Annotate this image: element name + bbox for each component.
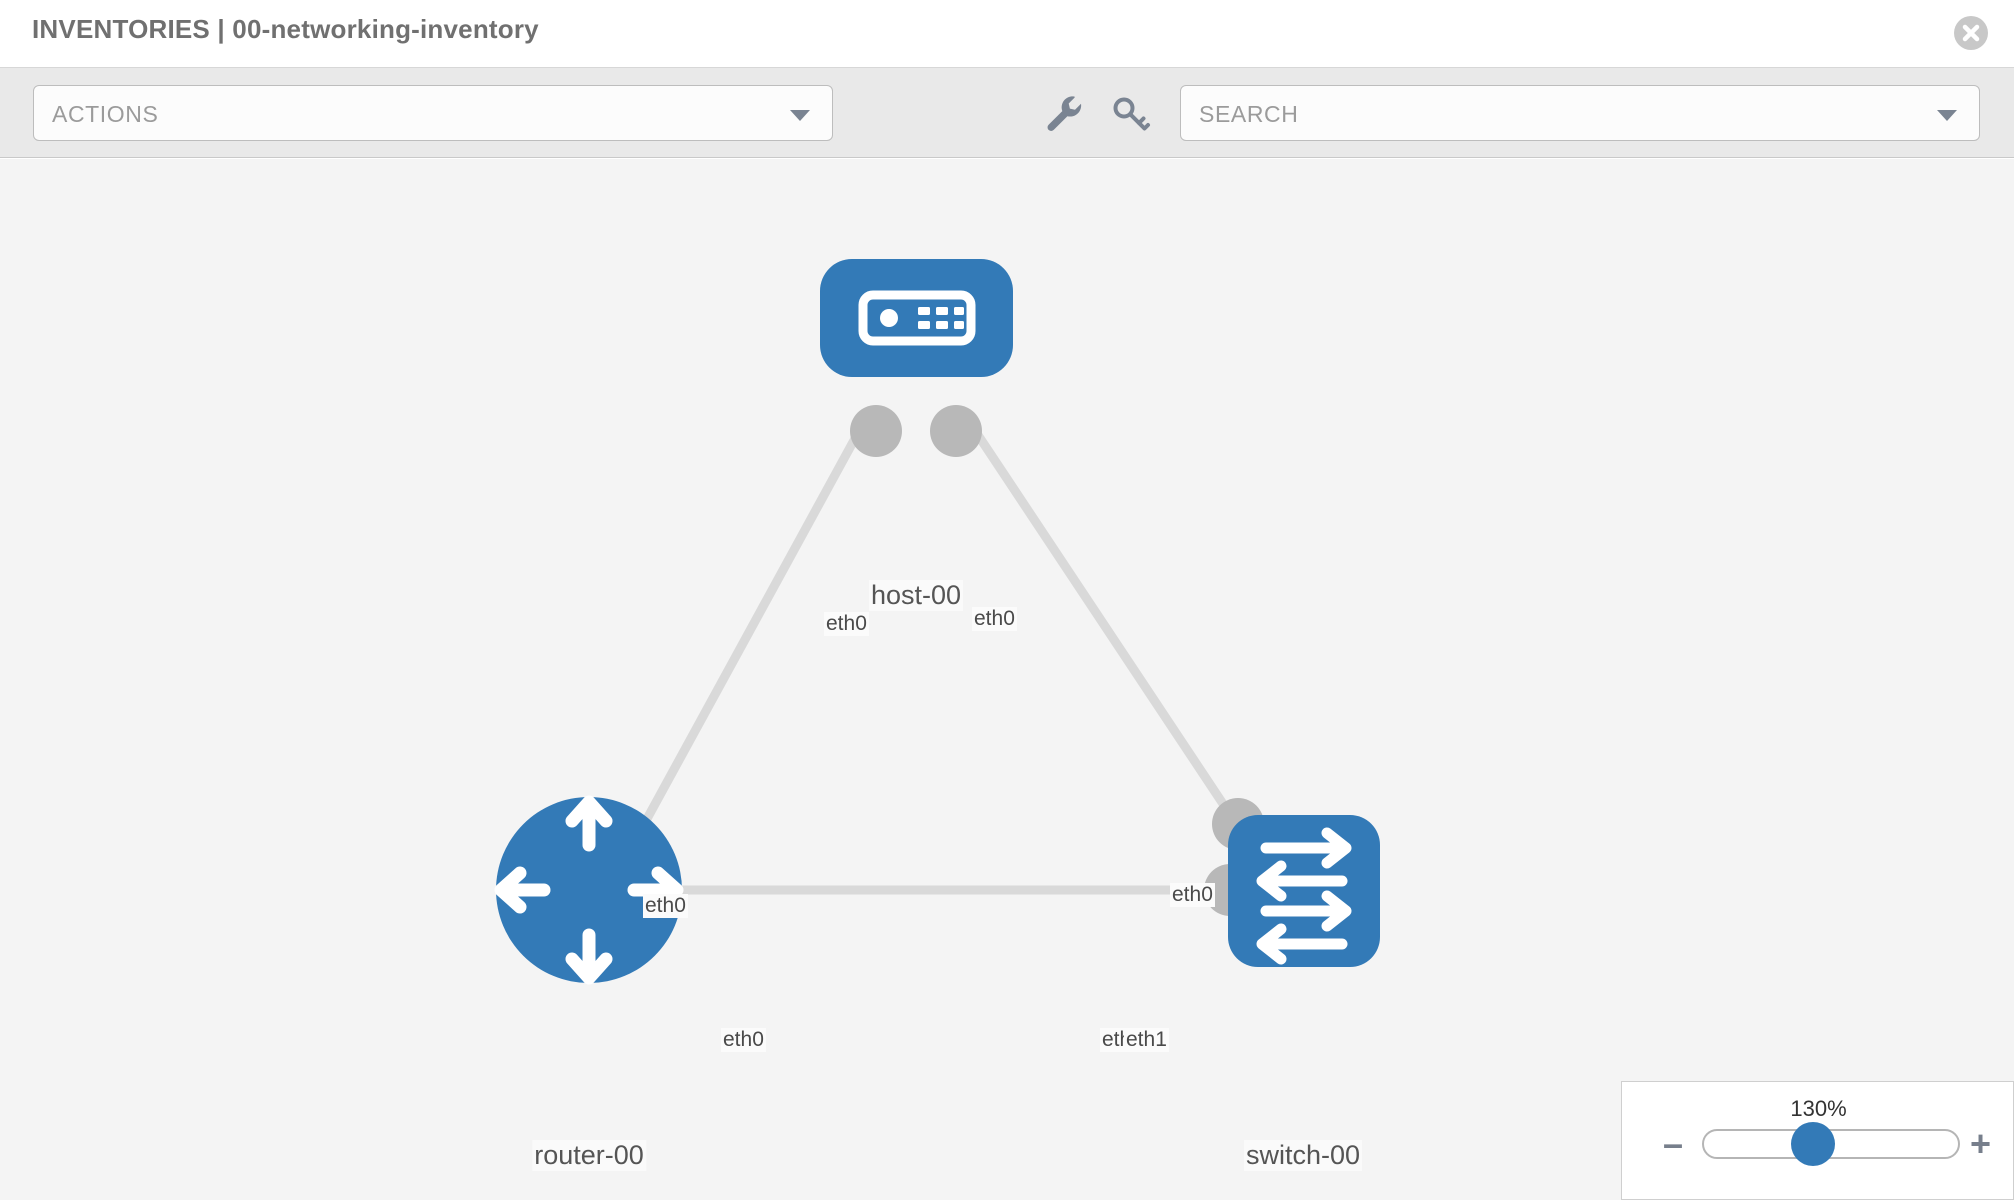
node-router-00[interactable] (494, 795, 684, 985)
edge-label-host-router: eth0 (824, 612, 869, 636)
edge-label-switch-router-eth1: eth1 (1124, 1028, 1169, 1052)
node-label-host-00: host-00 (868, 580, 964, 611)
page-title: INVENTORIES | 00-networking-inventory (32, 14, 539, 44)
chevron-down-icon[interactable] (1937, 110, 1957, 121)
edge-label-host-switch: eth0 (972, 607, 1017, 631)
link-host-router (621, 408, 874, 862)
edge-label-switch-host: eth0 (1170, 883, 1215, 907)
topology-connectors (615, 405, 1264, 916)
close-icon[interactable] (1954, 16, 1988, 50)
zoom-control-panel: 130% – + (1621, 1081, 2014, 1200)
link-host-switch (958, 408, 1257, 852)
switch-arrows-icon (1256, 827, 1352, 965)
topology-links (621, 408, 1257, 895)
topology-canvas[interactable]: host-00 router-00 switch-00 eth0 eth0 et… (0, 159, 2014, 1200)
actions-dropdown-label: ACTIONS (52, 101, 159, 127)
key-icon[interactable] (1108, 90, 1154, 136)
edge-label-router-host: eth0 (643, 894, 688, 918)
node-label-switch-00: switch-00 (1243, 1140, 1363, 1171)
server-icon (858, 290, 976, 346)
node-host-00[interactable] (820, 259, 1013, 377)
node-switch-00[interactable] (1228, 815, 1380, 967)
search-placeholder: SEARCH (1199, 101, 1299, 127)
page-header: INVENTORIES | 00-networking-inventory (0, 0, 2014, 68)
zoom-level-value: 130% (1790, 1096, 1847, 1121)
node-label-router-00: router-00 (532, 1140, 646, 1171)
toolbar: ACTIONS SEARCH (0, 68, 2014, 158)
zoom-slider-thumb[interactable] (1791, 1122, 1835, 1166)
search-input[interactable]: SEARCH (1180, 85, 1980, 141)
zoom-out-button[interactable]: – (1663, 1123, 1684, 1164)
connector-host-right (930, 405, 982, 457)
wrench-icon[interactable] (1040, 90, 1086, 136)
connector-host-left (850, 405, 902, 457)
actions-dropdown[interactable]: ACTIONS (33, 85, 833, 141)
edge-label-router-switch: eth0 (721, 1028, 766, 1052)
topology-graph (494, 259, 1380, 985)
zoom-in-button[interactable]: + (1970, 1123, 1992, 1164)
chevron-down-icon (790, 110, 810, 121)
